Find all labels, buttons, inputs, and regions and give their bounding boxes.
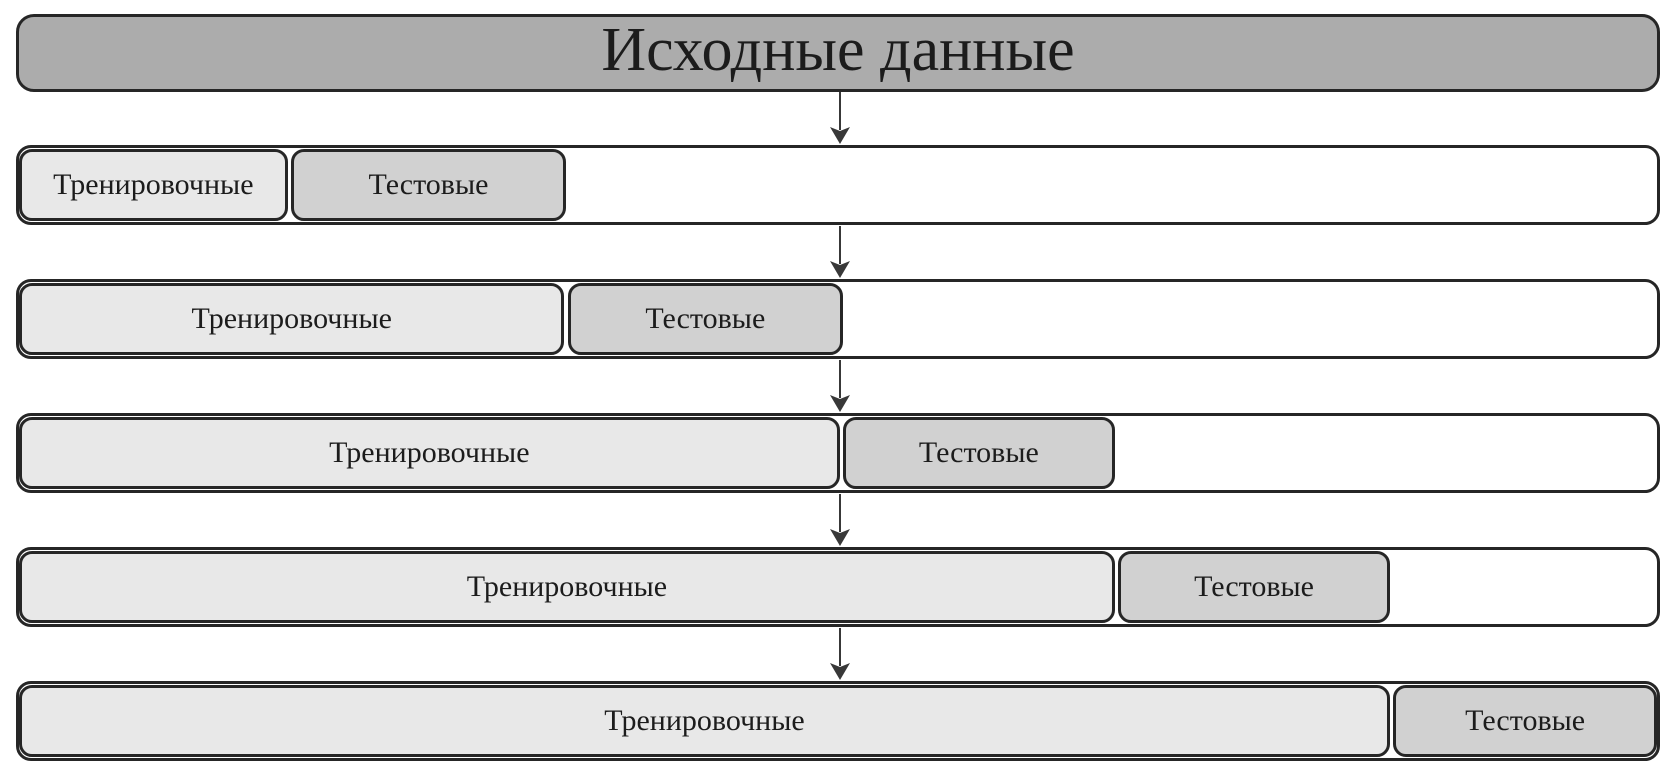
split-row: Тренировочные Тестовые bbox=[16, 279, 1660, 359]
train-segment: Тренировочные bbox=[19, 417, 840, 489]
arrow-down-icon bbox=[830, 360, 850, 412]
test-segment: Тестовые bbox=[567, 283, 843, 355]
train-label: Тренировочные bbox=[329, 436, 530, 469]
train-label: Тренировочные bbox=[53, 168, 254, 201]
test-segment: Тестовые bbox=[842, 417, 1115, 489]
train-label: Тренировочные bbox=[604, 704, 805, 737]
train-label: Тренировочные bbox=[466, 570, 668, 603]
train-segment: Тренировочные bbox=[19, 149, 288, 221]
arrow-down-icon bbox=[830, 226, 850, 278]
test-label: Тестовые bbox=[918, 436, 1039, 469]
train-segment: Тренировочные bbox=[19, 283, 565, 355]
source-data-title: Исходные данные bbox=[601, 16, 1075, 84]
split-row: Тренировочные Тестовые bbox=[16, 681, 1660, 761]
source-data-box: Исходные данные bbox=[16, 14, 1660, 92]
test-segment: Тестовые bbox=[290, 149, 567, 221]
arrow-down-icon bbox=[830, 92, 850, 144]
test-segment: Тестовые bbox=[1118, 551, 1390, 623]
arrow-down-icon bbox=[830, 628, 850, 680]
train-segment: Тренировочные bbox=[19, 551, 1115, 623]
train-segment: Тренировочные bbox=[19, 685, 1390, 757]
test-label: Тестовые bbox=[645, 302, 766, 335]
test-label: Тестовые bbox=[1194, 570, 1314, 603]
test-label: Тестовые bbox=[1465, 704, 1586, 737]
split-row: Тренировочные Тестовые bbox=[16, 413, 1660, 493]
split-row: Тренировочные Тестовые bbox=[16, 145, 1660, 225]
split-row: Тренировочные Тестовые bbox=[16, 547, 1660, 627]
train-label: Тренировочные bbox=[191, 302, 392, 335]
test-segment: Тестовые bbox=[1393, 685, 1657, 757]
arrow-down-icon bbox=[830, 494, 850, 546]
test-label: Тестовые bbox=[368, 168, 489, 201]
